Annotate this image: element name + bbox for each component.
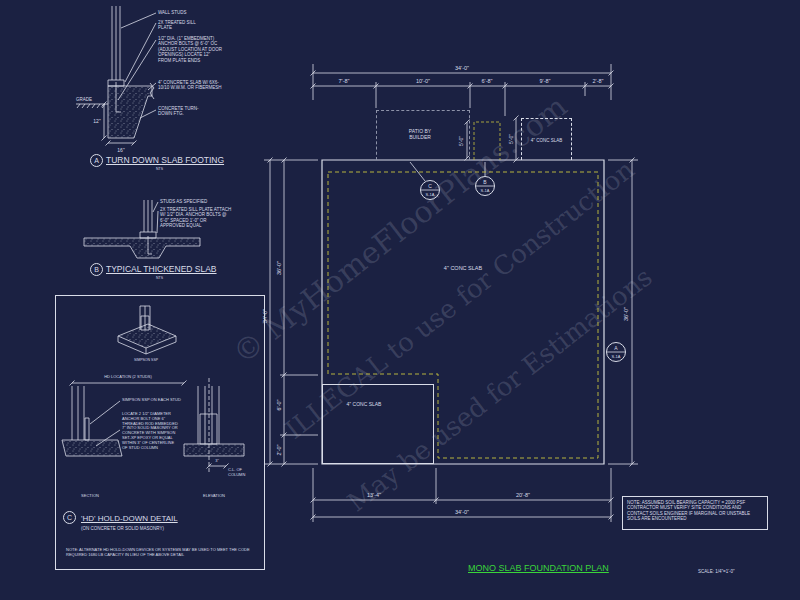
dimension-text: 16" [117,147,124,153]
node-text: A [614,345,617,351]
dimension-text: 5'-0" [458,136,464,146]
strap-elevation [200,414,217,444]
dimension-text: 7'-8" [339,78,350,85]
studs-section [72,386,84,440]
dimension-text: 20'-8" [516,492,530,499]
node-text: 4" CONC SLAB [444,265,482,272]
dimension-line [70,381,187,386]
leader-line [153,202,158,233]
scale-note: NTS [156,276,163,280]
node-text: (ON CONCRETE OR SOLID MASONRY) [81,526,164,531]
detail-title: TYPICAL THICKENED SLAB [106,264,217,274]
callout-text: 2X TREATED SILL PLATE ATTACH W/ 1/2" DIA… [160,207,232,229]
dimension-text: 36'-0" [276,261,283,275]
detail-frame: 'HD' HOLD-DOWN DETAIL (ON CONCRETE OR SOL… [55,295,265,570]
callout-text: 2X TREATED SILL PLATE [158,20,208,31]
callout-text: WALL STUDS [158,10,186,15]
dimension-text: 12" [93,118,100,124]
strap-iso [141,316,149,330]
slab-outline [328,172,598,458]
thickened-slab [84,238,200,258]
leader-line [90,401,120,446]
callout-text: 4" CONCRETE SLAB W/ 6X6-10/10 W.W.M. OR … [158,80,222,91]
callout-text: SIMPSON SSP [134,358,158,362]
dimension-text: 34'-0" [262,309,269,323]
view-name: SECTION [81,494,99,499]
callout-text: GRADE [76,97,92,102]
slab-area: 4" CONC SLAB [322,384,434,464]
stud-iso [140,306,150,330]
callout-text: SIMPSON SSP ON EACH STUD [122,398,181,403]
wall-studs [112,6,120,80]
concrete-elevation [184,444,244,456]
dimension-text: 34'-0" [455,509,469,516]
dimension-text: 34'-0" [455,65,469,72]
concrete-section [62,440,122,456]
node-text: 4" CONC SLAB [347,401,382,407]
dimension-text: 2'-8" [593,78,604,85]
studs-elevation [198,386,219,444]
wall-studs [144,200,152,232]
detail-title: TURN DOWN SLAB FOOTING [106,155,224,165]
dimension-text: 13'-4" [367,492,381,499]
node-text: A [94,156,99,164]
node-text: 'HD' HOLD-DOWN DETAIL [81,514,178,524]
slab-edge [328,172,598,458]
node-text: C [428,183,432,189]
dimension-text: 2'-0" [276,445,283,456]
node-text: S-1A [481,188,490,193]
node-text: 4" CONC SLAB [531,138,562,143]
dimension-line [102,102,107,141]
node-text: B [94,265,99,273]
centerline [209,378,210,472]
dimension-line [207,464,229,469]
dimension-text: 10'-0" [416,78,430,85]
hold-down-block [118,324,176,348]
node-text: NOTE: ALTERNATE HD HOLD-DOWN DEVICES OR … [66,548,256,558]
section-marker: B S-1A [475,176,495,196]
slab-area: 4" CONC SLAB [328,172,598,458]
dimension-text: 6'-0" [276,400,283,411]
drawing-title: MONO SLAB FOUNDATION PLAN [468,563,609,574]
anchor-bolt [148,236,152,254]
scale-note: NTS [156,167,163,171]
strap-section [85,418,89,440]
detail-tag: A [90,154,103,167]
section-marker: C S-1A [420,180,440,200]
section-marker: A S-1A [606,342,626,362]
view-name: ELEVATION [203,494,225,499]
dimension-text: 36'-0" [623,307,630,321]
node-text: NOTE: ASSUMED SOIL BEARING CAPACITY = 20… [627,500,763,522]
callout-text: 1/2" DIA. (1" EMBEDMENT) ANCHOR BOLTS @ … [158,36,222,63]
callout-text: CONCRETE TURN-DOWN FTG. [158,106,208,117]
detail-tag: C [63,511,76,524]
callout-text: STUDS AS SPECIFIED [160,199,207,204]
detail-tag: B [90,263,103,276]
slab-area: 4" CONC SLAB [521,118,572,160]
scale-note: SCALE: 1/4"=1'-0" [698,569,735,574]
dimension-text: 6'-8" [482,78,493,85]
node-text: PATIO BY BUILDER [402,128,438,140]
hold-down-block [118,336,176,354]
node-text: S-1A [612,354,621,359]
callout-text: C.L. OF COLUMN [228,468,260,478]
dimension-text: 3" [215,459,219,464]
dimension-text: 9'-8" [540,78,551,85]
node-text: S-1A [426,192,435,197]
dimension-text: 5'-0" [508,134,514,144]
leader-line [118,13,156,118]
patio-area: PATIO BY BUILDER [376,110,470,160]
dimension-text: HD LOCATION (2 STUDS) [104,375,152,380]
node-text: B [483,179,486,185]
node-text: C [67,513,72,521]
dimension-line [106,141,137,146]
turn-down-footing [108,86,152,138]
dimension-line [311,64,614,100]
callout-text: LOCATE 2 1/2" DIAMETER ANCHOR BOLT ONE 6… [122,412,180,450]
note-box: NOTE: ASSUMED SOIL BEARING CAPACITY = 20… [622,496,768,530]
